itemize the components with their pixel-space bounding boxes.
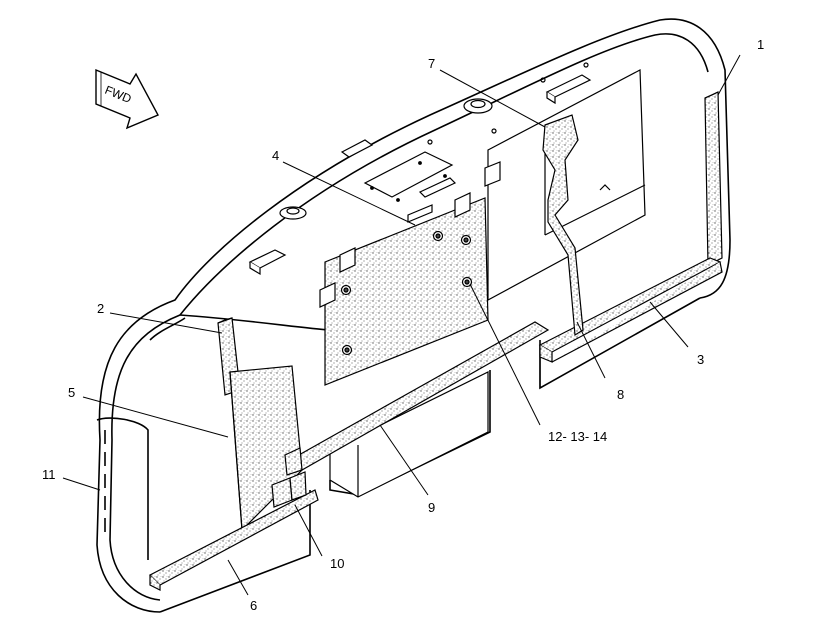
leader-2 <box>109 312 223 334</box>
callout-12-13-14: 12- 13- 14 <box>548 429 607 444</box>
leader-6 <box>227 559 249 596</box>
callout-4: 4 <box>272 148 279 163</box>
leader-8 <box>576 321 606 379</box>
leader-9 <box>379 424 429 496</box>
top-port-right-inner <box>470 99 486 109</box>
foam-strip-bottom-left <box>148 489 319 591</box>
mounting-panel <box>319 161 501 386</box>
foam-blocks <box>271 447 307 508</box>
callout-labels: 1 2 3 4 5 6 7 8 9 10 11 12- 13- 14 <box>42 37 764 613</box>
callout-11: 11 <box>42 467 56 482</box>
top-latch <box>340 139 374 158</box>
callout-2: 2 <box>97 301 104 316</box>
leader-5 <box>82 396 229 438</box>
top-bracket <box>418 177 457 198</box>
top-mount-block-right <box>545 74 592 98</box>
fwd-arrow: FWD <box>95 68 159 130</box>
callout-7: 7 <box>428 56 435 71</box>
leader-12 <box>469 283 541 426</box>
callout-9: 9 <box>428 500 435 515</box>
callout-3: 3 <box>697 352 704 367</box>
leader-lines <box>62 54 741 596</box>
top-port-left-inner <box>286 207 300 215</box>
foam-strip-center <box>542 114 584 337</box>
leader-3 <box>649 301 689 348</box>
leader-10 <box>294 504 323 557</box>
callout-5: 5 <box>68 385 75 400</box>
leader-1 <box>717 54 741 96</box>
foam-strip-right-lower <box>538 257 723 363</box>
callout-8: 8 <box>617 387 624 402</box>
foam-strip-right <box>704 91 723 266</box>
leader-7 <box>439 69 546 128</box>
callout-6: 6 <box>250 598 257 613</box>
top-cover-plate <box>363 151 454 198</box>
leader-4 <box>282 161 416 226</box>
top-surface-details <box>248 62 592 276</box>
leader-11 <box>62 477 101 491</box>
callout-10: 10 <box>330 556 344 571</box>
callout-1: 1 <box>757 37 764 52</box>
